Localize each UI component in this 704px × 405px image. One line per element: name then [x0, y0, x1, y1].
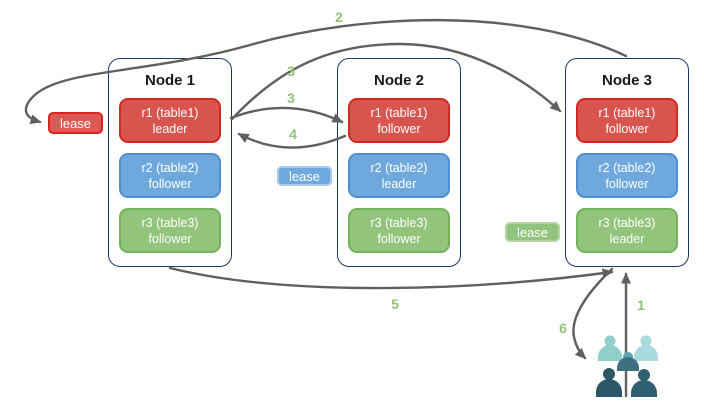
step-label-5: 5 [391, 296, 399, 312]
step-label-3-long: 3 [287, 63, 295, 79]
step-label-1: 1 [637, 297, 645, 313]
node-3: Node 3 r1 (table1) follower r2 (table2) … [565, 58, 689, 267]
replica-role: follower [148, 231, 192, 246]
lease-badge-red: lease [48, 112, 103, 134]
replica-role: leader [152, 121, 188, 136]
node2-replica-r3: r3 (table3) follower [348, 208, 450, 253]
step-label-2: 2 [335, 9, 343, 25]
replica-role: follower [605, 121, 649, 136]
users-group-icon [596, 335, 658, 397]
node3-replica-r2: r2 (table2) follower [576, 153, 678, 198]
replica-label: r2 (table2) [141, 160, 199, 175]
arrow-step-5 [168, 266, 614, 290]
node3-replica-r1: r1 (table1) follower [576, 98, 678, 143]
node2-replica-r1: r1 (table1) follower [348, 98, 450, 143]
node1-replica-r3: r3 (table3) follower [119, 208, 221, 253]
replica-label: r3 (table3) [598, 215, 656, 230]
replica-label: r2 (table2) [598, 160, 656, 175]
node3-replica-r3: r3 (table3) leader [576, 208, 678, 253]
node1-replica-r1: r1 (table1) leader [119, 98, 221, 143]
replica-role: follower [148, 176, 192, 191]
arrow-step-3-short [229, 106, 344, 124]
arrow-step-6 [572, 267, 614, 360]
replica-label: r3 (table3) [141, 215, 199, 230]
step-label-4: 4 [289, 126, 297, 142]
replica-role: leader [381, 176, 417, 191]
replica-label: r1 (table1) [370, 105, 428, 120]
replica-role: follower [605, 176, 649, 191]
lease-badge-blue: lease [277, 166, 332, 186]
node-2: Node 2 r1 (table1) follower r2 (table2) … [337, 58, 461, 267]
replica-role: follower [377, 231, 421, 246]
replica-role: leader [609, 231, 645, 246]
node-1-title: Node 1 [144, 72, 195, 89]
node-1: Node 1 r1 (table1) leader r2 (table2) fo… [108, 58, 232, 267]
replica-label: r2 (table2) [370, 160, 428, 175]
replica-label: r1 (table1) [141, 105, 199, 120]
replica-label: r1 (table1) [598, 105, 656, 120]
replica-label: r3 (table3) [370, 215, 428, 230]
step-label-3-short: 3 [287, 90, 295, 106]
node1-replica-r2: r2 (table2) follower [119, 153, 221, 198]
node-2-title: Node 2 [373, 72, 424, 89]
lease-badge-green: lease [505, 222, 560, 242]
replica-role: follower [377, 121, 421, 136]
node2-replica-r2: r2 (table2) leader [348, 153, 450, 198]
node-3-title: Node 3 [601, 72, 652, 89]
step-label-6: 6 [559, 320, 567, 336]
